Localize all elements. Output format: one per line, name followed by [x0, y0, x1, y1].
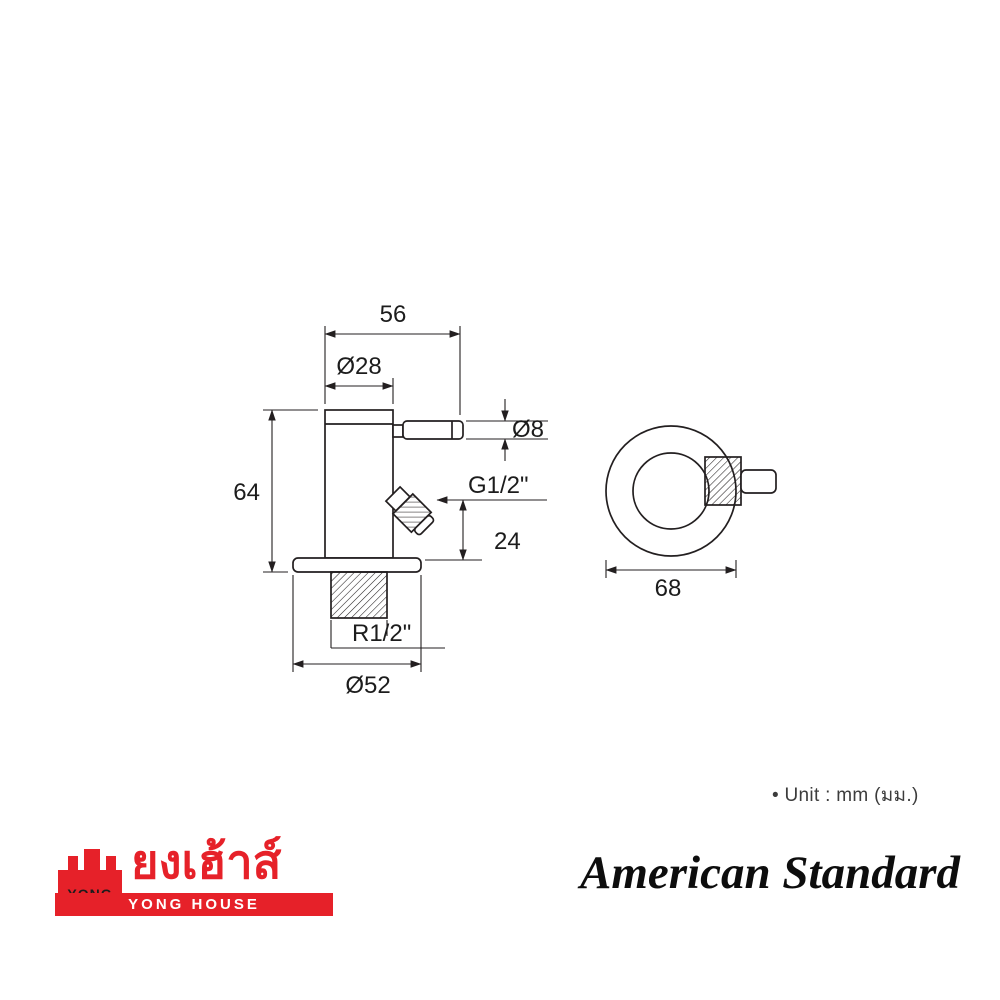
- dim-label-outlet-offset: 24: [494, 528, 521, 555]
- handle-lever: [402, 420, 464, 440]
- side-outlet: [384, 485, 435, 536]
- dim-label-escutcheon-diameter: 68: [655, 575, 682, 602]
- front-view-valve: [292, 409, 464, 619]
- dim-inlet-thread: [330, 620, 445, 649]
- dim-flange-diameter: [292, 575, 422, 672]
- escutcheon-inner: [632, 452, 710, 530]
- dim-label-outlet-thread: G1/2": [468, 472, 529, 499]
- handle-neck: [392, 424, 404, 438]
- inlet-thread-pipe: [330, 571, 388, 619]
- side-view-valve: [605, 425, 777, 557]
- american-standard-wordmark: American Standard: [580, 847, 960, 899]
- side-handle-collar: [704, 456, 742, 506]
- dim-label-flange-diameter: Ø52: [345, 672, 390, 699]
- dim-label-top-width: 56: [380, 301, 407, 328]
- dim-label-height: 64: [233, 479, 260, 506]
- flange: [292, 557, 422, 573]
- yong-house-logo: YONG ยงเฮ้าส์ YONG HOUSE: [55, 836, 335, 918]
- dim-outlet-offset: [425, 499, 482, 561]
- dim-escutcheon-diameter: [605, 560, 737, 578]
- dim-body-diameter: [324, 378, 394, 404]
- dim-height: [263, 409, 318, 573]
- dim-label-handle-diameter: Ø8: [512, 416, 544, 443]
- outlet-tip: [413, 514, 435, 536]
- yong-banner-text: YONG HOUSE: [128, 896, 260, 913]
- yong-banner: YONG HOUSE: [55, 893, 333, 916]
- dim-top-width: [324, 326, 461, 415]
- dim-label-body-diameter: Ø28: [336, 353, 381, 380]
- castle-shape: [58, 849, 122, 906]
- side-handle-rod: [740, 469, 777, 494]
- yong-thai-name: ยงเฮ้าส์: [131, 835, 282, 888]
- valve-body: [324, 409, 394, 559]
- dim-label-inlet-thread: R1/2": [352, 620, 411, 647]
- technical-drawing: 56 Ø28 Ø8 64 G1/2" 24 R1/2" Ø52 68: [233, 301, 777, 699]
- unit-note: • Unit : mm (มม.): [772, 785, 919, 806]
- dim-handle-diameter: [466, 399, 548, 461]
